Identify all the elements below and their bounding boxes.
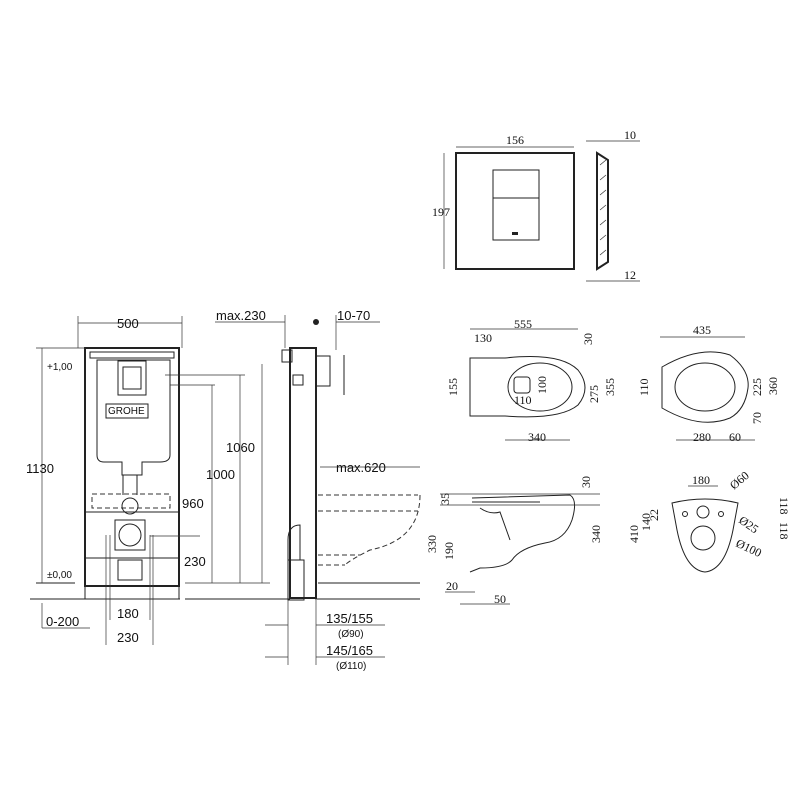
dim-seat-280: 280 [693, 430, 711, 444]
dim-seat-60: 60 [729, 430, 741, 444]
bowl-side-view: 30 35 340 330 190 20 50 [425, 476, 603, 606]
dim-side-190: 190 [442, 542, 456, 560]
dim-bowl-length: 555 [514, 317, 532, 331]
dim-1000: 1000 [206, 467, 235, 482]
dim-back-22: 22 [647, 509, 661, 521]
dim-plate-width: 156 [506, 133, 524, 147]
dim-275: 275 [587, 385, 601, 403]
dim-seat-70: 70 [750, 412, 764, 424]
dim-seat-225: 225 [750, 378, 764, 396]
seat-top-view: 435 110 225 360 70 280 60 [637, 323, 780, 444]
dim-seat-360: 360 [766, 377, 780, 395]
dim-back-d60: Ø60 [727, 468, 752, 492]
dim-340: 340 [528, 430, 546, 444]
dim-plate-depth-bottom: 12 [624, 268, 636, 282]
dim-side-340: 340 [589, 525, 603, 543]
dim-back-118-bottom: 118 [777, 522, 791, 540]
dim-back-180: 180 [692, 473, 710, 487]
dim-135-155: 135/155 [326, 611, 373, 626]
dim-offset-0-200: 0-200 [46, 614, 79, 629]
dim-100: 100 [535, 376, 549, 394]
dim-back-d25: Ø25 [736, 513, 761, 536]
dim-145-165: 145/165 [326, 643, 373, 658]
dim-155: 155 [446, 378, 460, 396]
installation-frame-side: max.230 10-70 max.620 135/155 (Ø90) 145/… [215, 308, 421, 672]
dim-180: 180 [117, 606, 139, 621]
dim-height-1130: 1130 [26, 461, 54, 476]
bowl-back-view: 180 Ø60 410 140 22 118 118 Ø25 Ø100 [627, 468, 791, 573]
brand-logo: GROHE [108, 406, 145, 417]
dim-side-50: 50 [494, 592, 506, 606]
flush-plate: 156 197 10 12 [432, 128, 640, 282]
dim-230-width: 230 [117, 630, 139, 645]
dim-back-410: 410 [627, 525, 641, 543]
dim-dn90: (Ø90) [338, 629, 364, 640]
dim-max-620: max.620 [336, 460, 386, 475]
dim-width-500: 500 [117, 316, 139, 331]
dim-10-70: 10-70 [337, 308, 370, 323]
level-zero: ±0,00 [47, 570, 72, 581]
dim-110: 110 [514, 393, 532, 407]
dim-30: 30 [581, 333, 595, 345]
dim-seat-110: 110 [637, 378, 651, 396]
installation-frame-front: GROHE 500 1130 +1,00 ±0,00 960 1000 1060… [26, 316, 290, 645]
dim-130: 130 [474, 331, 492, 345]
dim-back-118-top: 118 [777, 497, 791, 515]
dim-side-30: 30 [579, 476, 593, 488]
level-top: +1,00 [47, 362, 73, 373]
bowl-top-view: 555 130 30 155 100 110 275 355 340 [446, 317, 617, 444]
dim-960: 960 [182, 496, 204, 511]
dim-dn110: (Ø110) [336, 661, 366, 672]
dim-side-35: 35 [438, 493, 452, 505]
dim-230-height: 230 [184, 554, 206, 569]
dim-plate-depth-top: 10 [624, 128, 636, 142]
dim-max-230: max.230 [216, 308, 266, 323]
dim-back-140: 140 [639, 513, 653, 531]
dim-1060: 1060 [226, 440, 255, 455]
dim-seat-width: 435 [693, 323, 711, 337]
grohe-logo-badge [105, 403, 149, 419]
dim-side-330: 330 [425, 535, 439, 553]
dim-plate-height: 197 [432, 205, 450, 219]
dim-back-d100: Ø100 [734, 536, 764, 560]
dim-355: 355 [603, 378, 617, 396]
dim-side-20: 20 [446, 579, 458, 593]
